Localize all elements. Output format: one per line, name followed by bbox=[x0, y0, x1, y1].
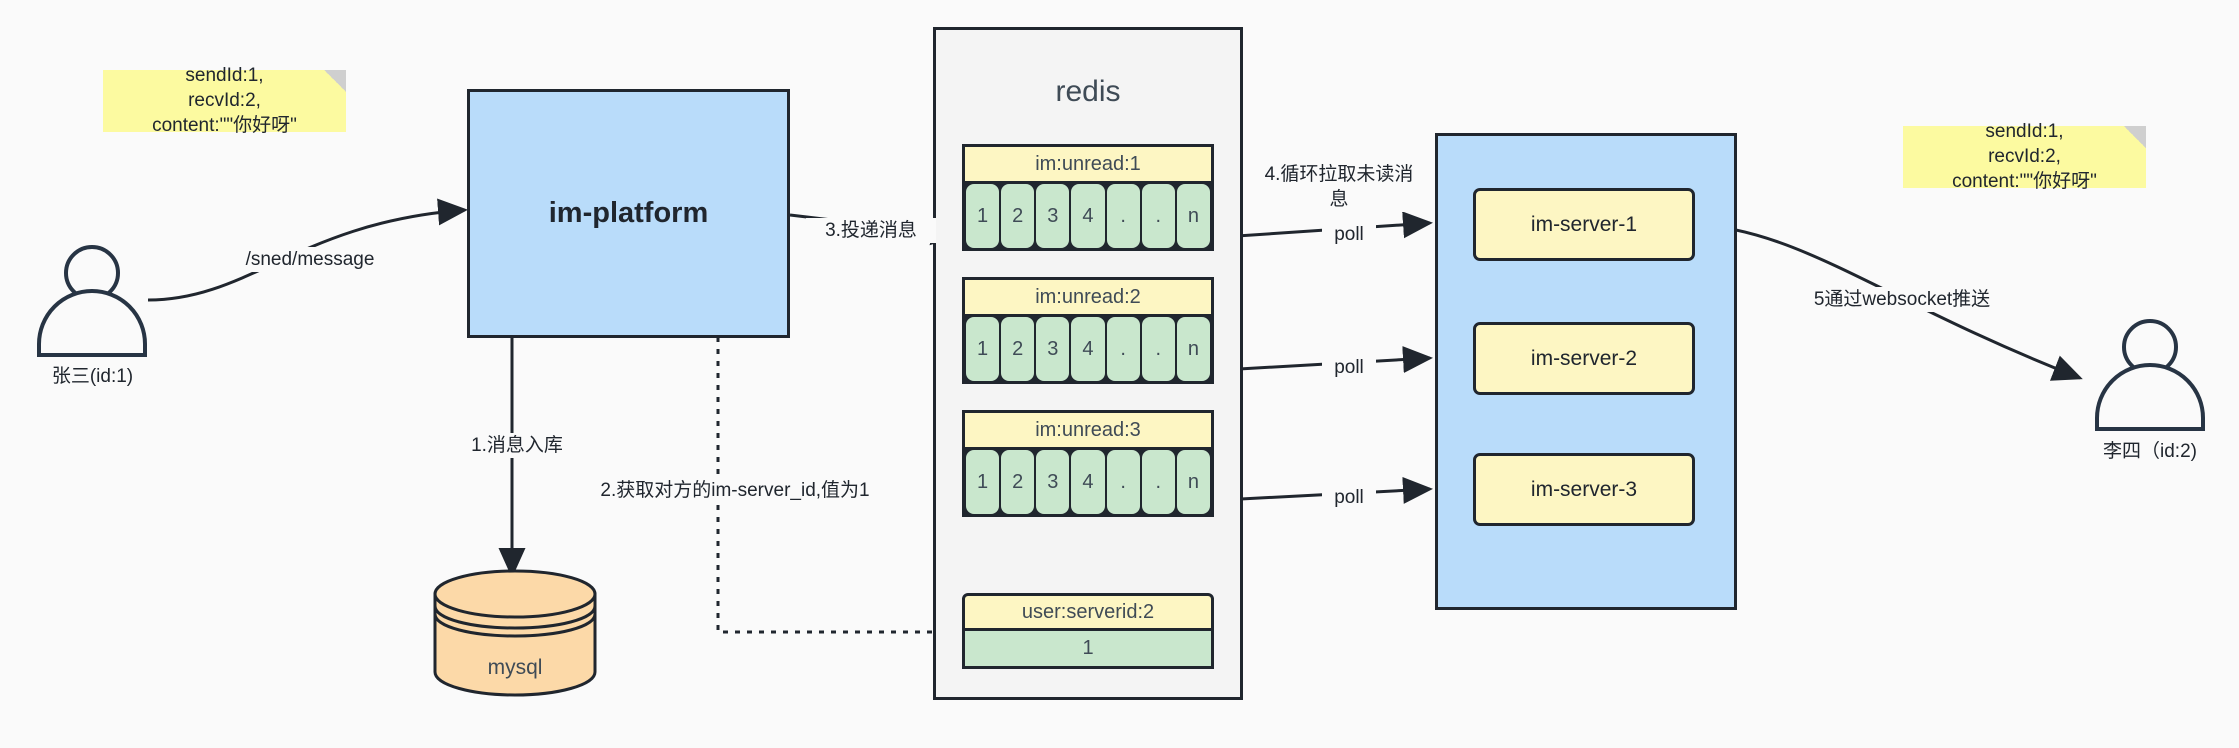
im-server-3-label: im-server-3 bbox=[1530, 477, 1638, 501]
note-line: content:""你好呀" bbox=[1952, 170, 2097, 192]
note-fold-icon bbox=[324, 70, 346, 92]
redis-queue-key: im:unread:1 bbox=[962, 144, 1214, 184]
redis-queue-cells: 1 2 3 4 . . n bbox=[962, 184, 1214, 251]
mysql-label: mysql bbox=[487, 656, 543, 679]
note-line: recvId:2, bbox=[188, 89, 261, 111]
queue-cell: 2 bbox=[1001, 317, 1035, 381]
sender-payload-note: sendId:1, recvId:2, content:""你好呀" bbox=[103, 65, 346, 136]
im-platform-box[interactable]: im-platform bbox=[467, 89, 790, 338]
note-line: sendId:1, bbox=[1985, 120, 2064, 142]
im-server-3-box[interactable]: im-server-3 bbox=[1473, 453, 1695, 526]
queue-cell: 1 bbox=[966, 317, 1000, 381]
receiver-payload-note: sendId:1, recvId:2, content:""你好呀" bbox=[1903, 121, 2146, 192]
redis-kv-key: user:serverid:2 bbox=[962, 593, 1214, 631]
queue-cell: 2 bbox=[1001, 450, 1035, 514]
im-server-1-label: im-server-1 bbox=[1530, 212, 1638, 236]
edge-label-send-message: /sned/message bbox=[228, 247, 392, 272]
note-line: sendId:1, bbox=[185, 64, 264, 86]
note-line: content:""你好呀" bbox=[152, 114, 297, 136]
queue-cell: n bbox=[1176, 317, 1210, 381]
edge-label-poll-3: poll bbox=[1322, 485, 1376, 510]
edge-label-step3: 3.投递消息 bbox=[806, 218, 936, 243]
actor-body-icon bbox=[2095, 363, 2205, 431]
sender-actor-label: 张三(id:1) bbox=[51, 366, 134, 387]
mysql-cylinder[interactable]: mysql bbox=[432, 568, 598, 698]
actor-body-icon bbox=[37, 289, 147, 357]
queue-cell: 3 bbox=[1036, 450, 1070, 514]
queue-cell: . bbox=[1141, 184, 1175, 248]
redis-queue-1: im:unread:1 1 2 3 4 . . n bbox=[962, 144, 1214, 251]
redis-queue-cells: 1 2 3 4 . . n bbox=[962, 450, 1214, 517]
note-line: recvId:2, bbox=[1988, 145, 2061, 167]
queue-cell: 4 bbox=[1071, 184, 1105, 248]
queue-cell: 3 bbox=[1036, 184, 1070, 248]
queue-cell: 1 bbox=[966, 450, 1000, 514]
redis-title: redis bbox=[1055, 75, 1121, 108]
edge-label-step4: 4.循环拉取未读消 息 bbox=[1258, 162, 1420, 212]
redis-queue-cells: 1 2 3 4 . . n bbox=[962, 317, 1214, 384]
edge-label-step5: 5通过websocket推送 bbox=[1790, 287, 2014, 312]
queue-cell: . bbox=[1106, 450, 1140, 514]
queue-cell: n bbox=[1176, 184, 1210, 248]
queue-cell: 3 bbox=[1036, 317, 1070, 381]
redis-queue-key: im:unread:2 bbox=[962, 277, 1214, 317]
edge-redis-kv-to-platform bbox=[704, 307, 968, 634]
edge-label-step1: 1.消息入库 bbox=[450, 433, 584, 458]
queue-cell: . bbox=[1141, 450, 1175, 514]
im-server-1-box[interactable]: im-server-1 bbox=[1473, 188, 1695, 261]
note-fold-icon bbox=[2124, 126, 2146, 148]
im-platform-label: im-platform bbox=[548, 197, 709, 229]
mysql-shape-icon bbox=[433, 569, 597, 697]
redis-queue-3: im:unread:3 1 2 3 4 . . n bbox=[962, 410, 1214, 517]
queue-cell: n bbox=[1176, 450, 1210, 514]
edge-label-poll-2: poll bbox=[1322, 355, 1376, 380]
edge-label-step2: 2.获取对方的im-server_id,值为1 bbox=[568, 478, 902, 503]
queue-cell: 1 bbox=[966, 184, 1000, 248]
redis-queue-2: im:unread:2 1 2 3 4 . . n bbox=[962, 277, 1214, 384]
edge-label-poll-1: poll bbox=[1322, 222, 1376, 247]
queue-cell: . bbox=[1106, 184, 1140, 248]
queue-cell: . bbox=[1141, 317, 1175, 381]
receiver-actor-label: 李四（id:2) bbox=[2103, 441, 2197, 462]
queue-cell: . bbox=[1106, 317, 1140, 381]
queue-cell: 2 bbox=[1001, 184, 1035, 248]
redis-kv-block: user:serverid:2 1 bbox=[962, 593, 1214, 669]
queue-cell: 4 bbox=[1071, 450, 1105, 514]
redis-kv-value: 1 bbox=[962, 631, 1214, 669]
im-server-2-box[interactable]: im-server-2 bbox=[1473, 322, 1695, 395]
redis-queue-key: im:unread:3 bbox=[962, 410, 1214, 450]
sender-actor[interactable] bbox=[37, 245, 147, 357]
queue-cell: 4 bbox=[1071, 317, 1105, 381]
receiver-actor[interactable] bbox=[2095, 319, 2205, 431]
im-server-2-label: im-server-2 bbox=[1530, 346, 1638, 370]
